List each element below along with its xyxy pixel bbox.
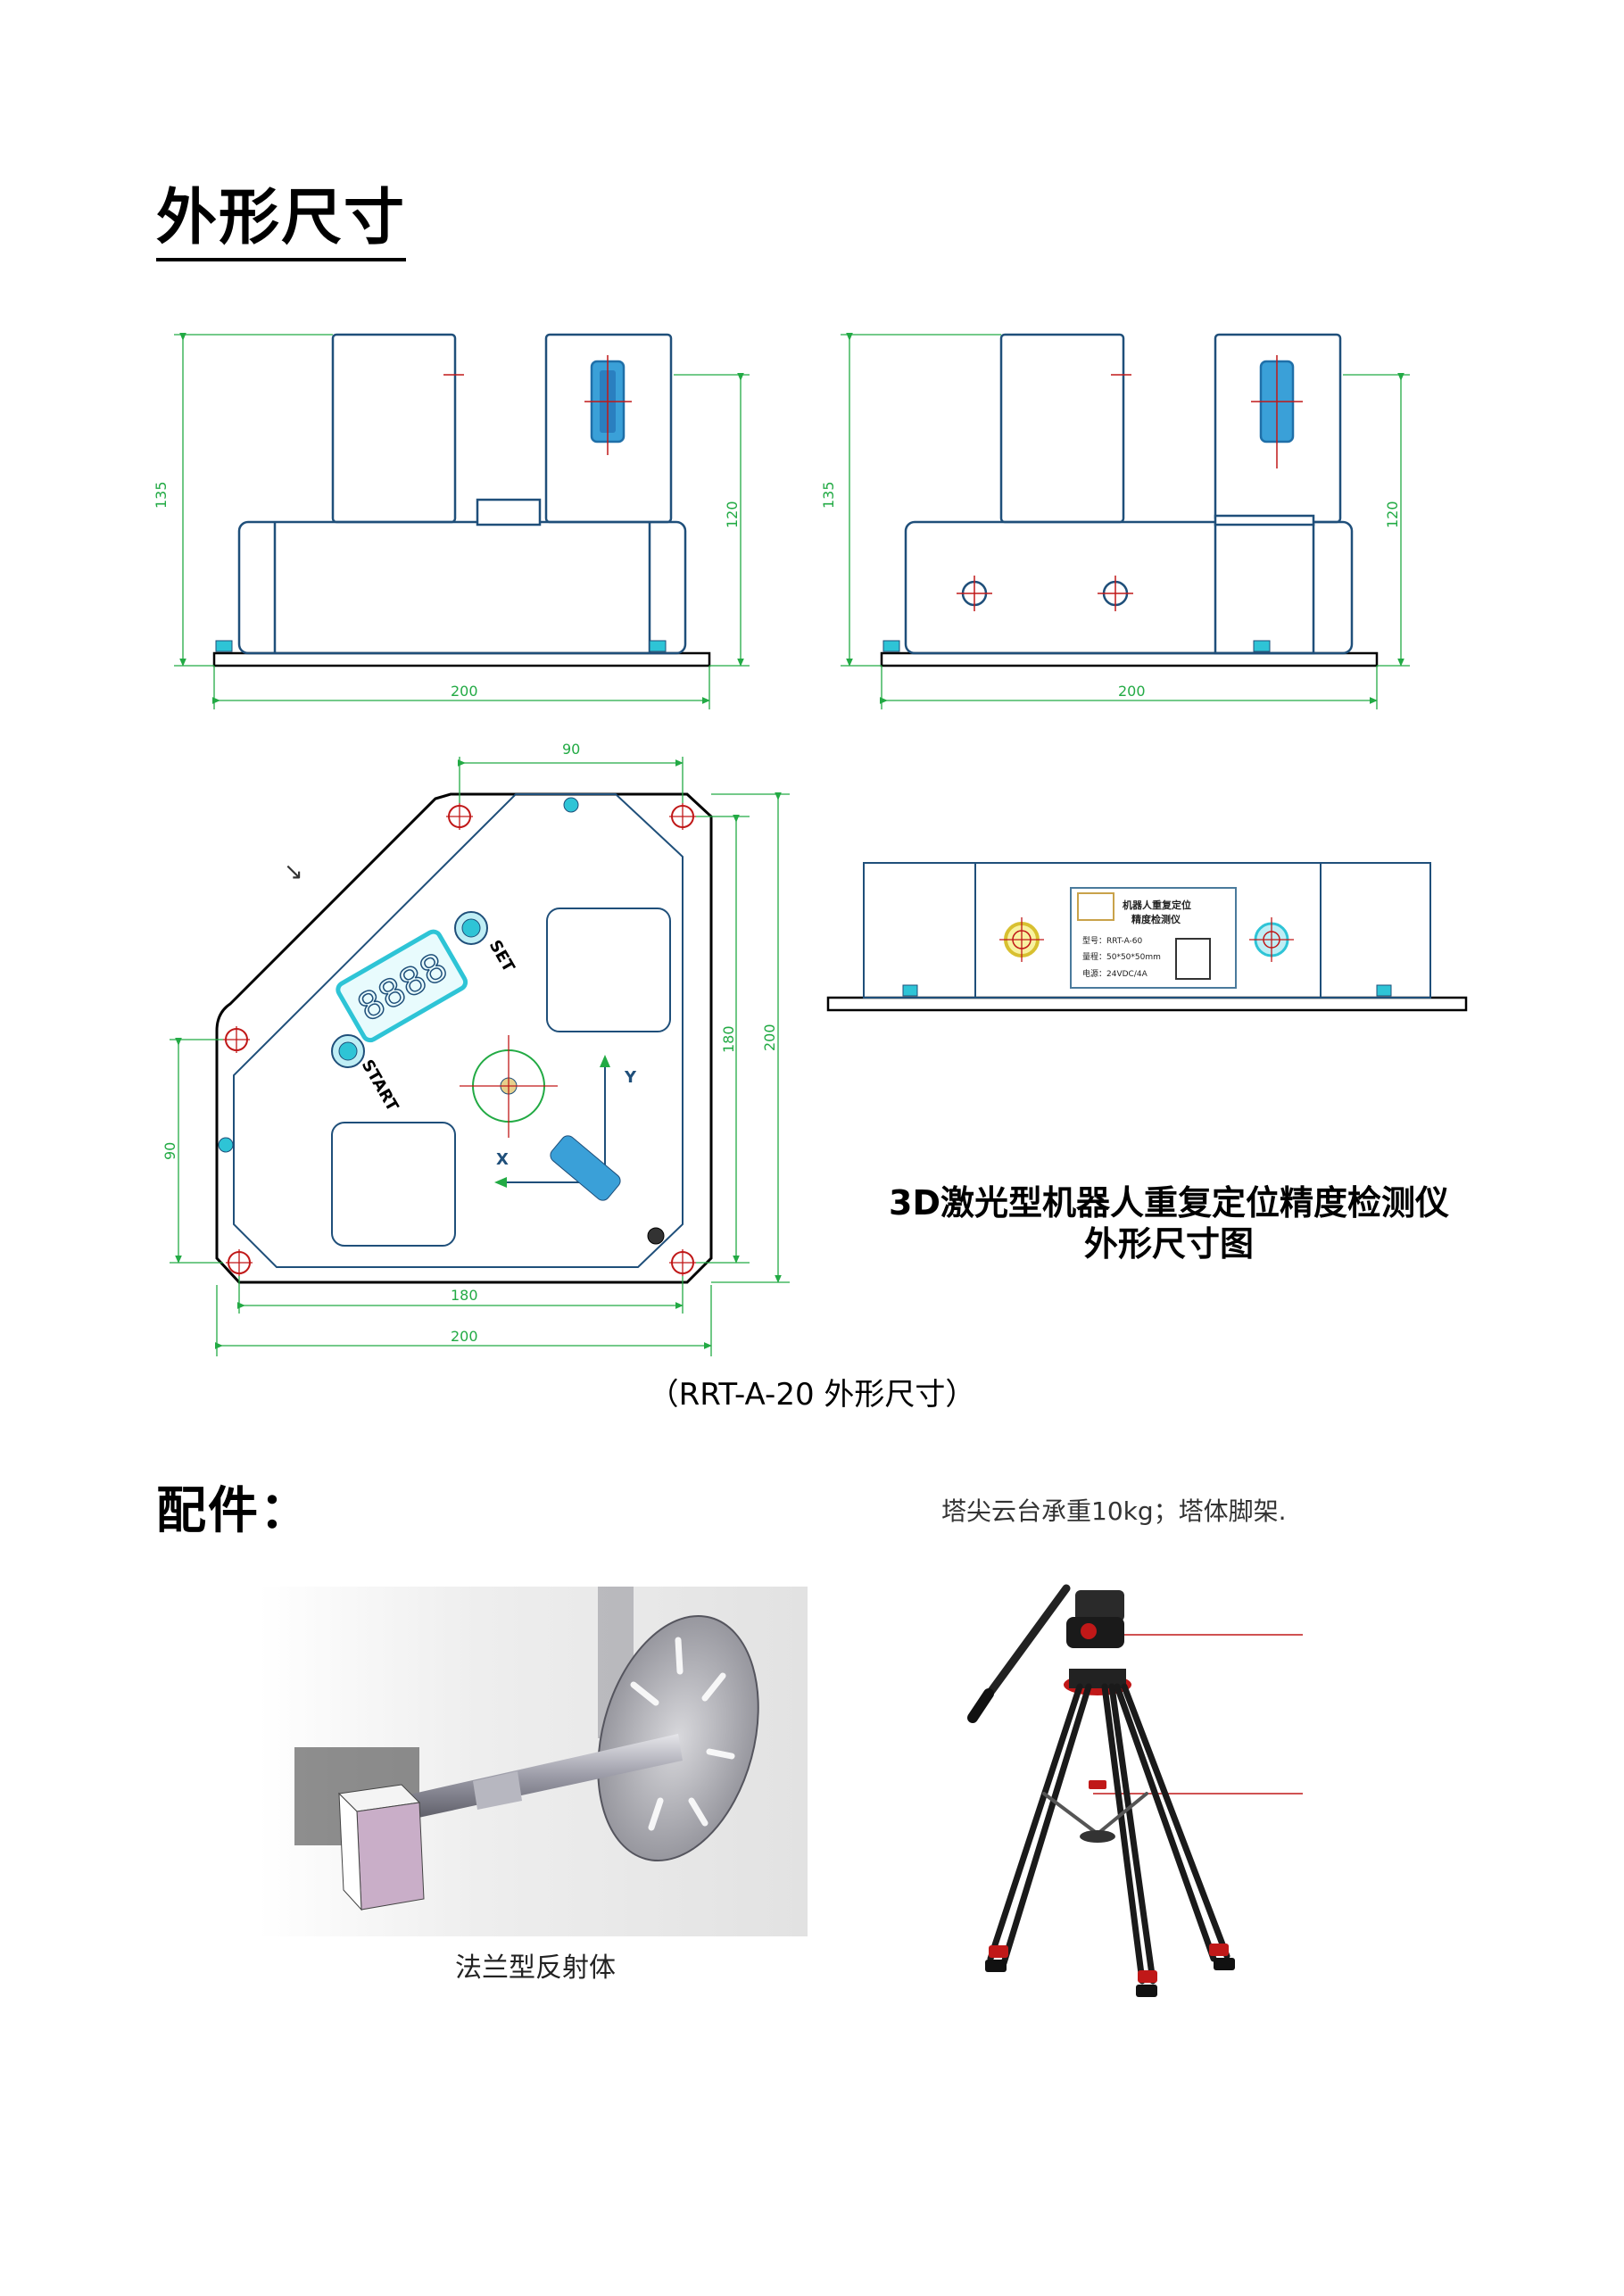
- drawing-title-line1: 3D激光型机器人重复定位精度检测仪: [889, 1183, 1449, 1223]
- dimension-drawing: 135 120 200 135 120 200: [153, 332, 1468, 1356]
- start-button-label: START: [358, 1057, 402, 1115]
- front-view: [212, 333, 711, 667]
- top-dimensions: [170, 757, 790, 1356]
- front-dimensions: [174, 332, 750, 709]
- figure-caption: （RRT-A-20 外形尺寸）: [648, 1377, 976, 1413]
- dim-label: 90: [162, 1142, 178, 1160]
- label-power: 电源：24VDC/4A: [1082, 968, 1148, 979]
- section-title-dimensions: 外形尺寸: [156, 183, 407, 261]
- dim-label: 90: [562, 741, 580, 758]
- label-title-1: 机器人重复定位: [1123, 899, 1191, 911]
- dim-label: 180: [451, 1287, 478, 1304]
- dim-label: 200: [451, 1328, 478, 1345]
- label-range: 量程：50*50*50mm: [1082, 952, 1161, 962]
- rear-view: [880, 333, 1379, 667]
- front-feet: [215, 640, 667, 652]
- label-model: 型号：RRT-A-60: [1082, 936, 1143, 946]
- dim-label: 135: [153, 481, 170, 509]
- drawing-title: 3D激光型机器人重复定位精度检测仪 外形尺寸图: [857, 1182, 1481, 1264]
- set-button-label: SET: [485, 937, 518, 976]
- dim-label: 200: [451, 683, 478, 700]
- top-view: 8888 SET START Y X: [215, 792, 713, 1284]
- dim-label: 200: [1118, 683, 1146, 700]
- svg-text:↘: ↘: [284, 858, 303, 885]
- flange-reflector-image: [259, 1587, 808, 1936]
- rear-dimensions: [841, 332, 1410, 709]
- drawing-title-line2: 外形尺寸图: [1083, 1224, 1254, 1264]
- axis-y-label: Y: [624, 1068, 637, 1087]
- tripod-image: [967, 1584, 1303, 1997]
- label-title-2: 精度检测仪: [1131, 913, 1181, 925]
- flange-reflector-label: 法兰型反射体: [455, 1952, 616, 1984]
- dim-label: 180: [720, 1025, 737, 1053]
- section-title-accessories: 配件：: [156, 1482, 311, 1540]
- dim-label: 120: [724, 501, 741, 528]
- dim-label: 120: [1384, 501, 1401, 528]
- dim-label: 200: [761, 1024, 778, 1051]
- side-view: [826, 862, 1468, 1012]
- tripod-label: 塔尖云台承重10kg；塔体脚架.: [941, 1496, 1287, 1526]
- dim-label: 135: [820, 481, 837, 509]
- axis-x-label: X: [496, 1150, 509, 1169]
